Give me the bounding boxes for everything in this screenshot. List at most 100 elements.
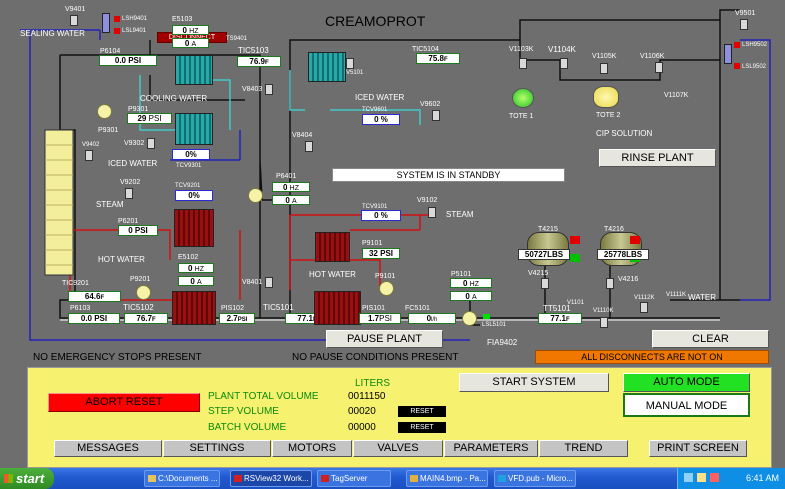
tcv9601-reading: 0 % <box>362 114 400 125</box>
tag-v9202: V9202 <box>120 179 141 186</box>
emergency-stop-status: NO EMERGENCY STOPS PRESENT <box>33 352 202 363</box>
valve-v8401[interactable] <box>265 277 273 288</box>
fc5101-reading: 0l/h <box>408 313 456 324</box>
valve-v1112k[interactable] <box>640 302 648 313</box>
abort-reset-button[interactable]: ABORT RESET <box>48 393 200 412</box>
valve-v9602[interactable] <box>432 110 440 121</box>
valve-v9501[interactable] <box>740 19 748 30</box>
pump-p9301[interactable] <box>97 104 112 119</box>
rinse-plant-button[interactable]: RINSE PLANT <box>599 149 716 167</box>
tab-parameters[interactable]: PARAMETERS <box>444 440 538 457</box>
p6103-reading: 0.0 PSI <box>68 313 120 324</box>
label-steam-left: STEAM <box>96 200 124 209</box>
network-icon[interactable] <box>684 473 693 482</box>
tag-p9201: P9201 <box>130 276 151 283</box>
rsview-icon <box>234 475 242 482</box>
step-volume-reset-button[interactable]: RESET <box>398 406 446 417</box>
batch-volume-value: 00000 <box>348 422 376 433</box>
tag-lsh9401: LSH9401 <box>122 16 148 22</box>
valve-v9402[interactable] <box>85 150 93 161</box>
start-system-button[interactable]: START SYSTEM <box>459 373 609 392</box>
system-status-banner: SYSTEM IS IN STANDBY <box>332 168 565 182</box>
valve-v1106k[interactable] <box>655 62 663 73</box>
batch-volume-reset-button[interactable]: RESET <box>398 422 446 433</box>
tag-v1105k: V1105K <box>592 53 617 60</box>
taskbar-item-publisher[interactable]: VFD.pub - Micro... <box>494 470 576 487</box>
valve-v4215[interactable] <box>541 278 549 289</box>
p6401-hz: 0 HZ <box>272 182 310 192</box>
plant-total-volume-label: PLANT TOTAL VOLUME <box>208 391 319 402</box>
valve-v1110k[interactable] <box>600 317 608 328</box>
tab-trend[interactable]: TREND <box>539 440 628 457</box>
valve-v9102[interactable] <box>428 207 436 218</box>
manual-mode-button[interactable]: MANUAL MODE <box>623 393 750 417</box>
tag-tic5103: TIC5103 <box>238 46 269 55</box>
tcv9201-reading: 0% <box>175 190 213 201</box>
auto-mode-button[interactable]: AUTO MODE <box>623 373 750 392</box>
taskbar-item-tagserver[interactable]: TagServer <box>317 470 391 487</box>
valve-v9401[interactable] <box>70 15 78 26</box>
valve-v8403[interactable] <box>265 84 273 95</box>
lsh9502-indicator <box>734 42 740 48</box>
pump-p9101[interactable] <box>379 281 394 296</box>
tag-v4215: V4215 <box>528 270 549 277</box>
tab-motors[interactable]: MOTORS <box>272 440 352 457</box>
pump-p9201[interactable] <box>136 285 151 300</box>
clear-button[interactable]: CLEAR <box>652 330 769 348</box>
e5102-amps: 0 A <box>178 276 214 286</box>
tag-v9102: V9102 <box>417 197 438 204</box>
tic9201-reading: 64.6F <box>68 291 121 302</box>
tag-p9101: P9101 <box>362 240 383 247</box>
valve-v4216[interactable] <box>606 278 614 289</box>
tag-t4216: T4216 <box>604 226 624 233</box>
e5103-hz: 0 HZ <box>172 25 209 35</box>
tag-p9101-pump: P9101 <box>375 273 396 280</box>
tab-settings[interactable]: SETTINGS <box>163 440 271 457</box>
tote-1-icon[interactable] <box>512 88 534 108</box>
hot-water-hx-left <box>174 209 214 247</box>
tag-p5101: P5101 <box>451 271 472 278</box>
tag-v8403: V8403 <box>242 86 263 93</box>
label-cip-solution: CIP SOLUTION <box>596 129 653 138</box>
label-hot-water-left: HOT WATER <box>98 255 145 264</box>
e5102-hz: 0 HZ <box>178 263 214 273</box>
tote-2-icon[interactable] <box>593 86 619 108</box>
pump-p5101[interactable] <box>462 311 477 326</box>
tic5102-reading: 76.7F <box>124 313 168 324</box>
tcv9301-reading: 0% <box>172 149 210 160</box>
tag-tote1: TOTE 1 <box>509 113 534 120</box>
valve-v5101[interactable] <box>346 58 354 69</box>
valve-v1105k[interactable] <box>600 63 608 74</box>
tag-lsl9502: LSL9502 <box>742 64 767 70</box>
tab-valves[interactable]: VALVES <box>353 440 443 457</box>
valve-v1103k[interactable] <box>519 58 527 69</box>
valve-v1104k[interactable] <box>560 58 568 69</box>
t4215-weight: 50727LBS <box>518 249 570 260</box>
tag-tt5101: TT5101 <box>543 304 571 313</box>
lsl9401-indicator <box>114 28 120 34</box>
valve-v9302[interactable] <box>147 138 155 149</box>
security-icon[interactable] <box>710 473 719 482</box>
seal-pot-9401 <box>102 13 110 33</box>
lsl5101-indicator <box>483 314 490 319</box>
paint-icon <box>410 475 418 482</box>
tag-v1111k: V1111K <box>666 292 687 298</box>
step-volume-value: 00020 <box>348 406 376 417</box>
pause-plant-button[interactable]: PAUSE PLANT <box>326 330 443 348</box>
taskbar-item-rsview32[interactable]: RSView32 Work... <box>230 470 312 487</box>
t4215-alarm-indicator <box>570 236 580 244</box>
tag-ts9401: TS9401 <box>226 36 248 42</box>
valve-v9202[interactable] <box>125 188 133 199</box>
print-screen-button[interactable]: PRINT SCREEN <box>649 440 747 457</box>
taskbar-item-documents[interactable]: C:\Documents ... <box>144 470 220 487</box>
folder-icon <box>148 475 156 482</box>
tt5101-reading: 77.1F <box>538 313 582 324</box>
valve-v8404[interactable] <box>305 141 313 152</box>
taskbar-item-paint[interactable]: MAIN4.bmp - Pa... <box>406 470 488 487</box>
tic5104-reading: 75.8F <box>416 53 460 64</box>
tab-messages[interactable]: MESSAGES <box>54 440 162 457</box>
pump-p6401[interactable] <box>248 188 263 203</box>
start-button[interactable]: start <box>0 468 54 489</box>
volume-icon[interactable] <box>697 473 706 482</box>
cooling-hx-lower <box>175 113 213 145</box>
